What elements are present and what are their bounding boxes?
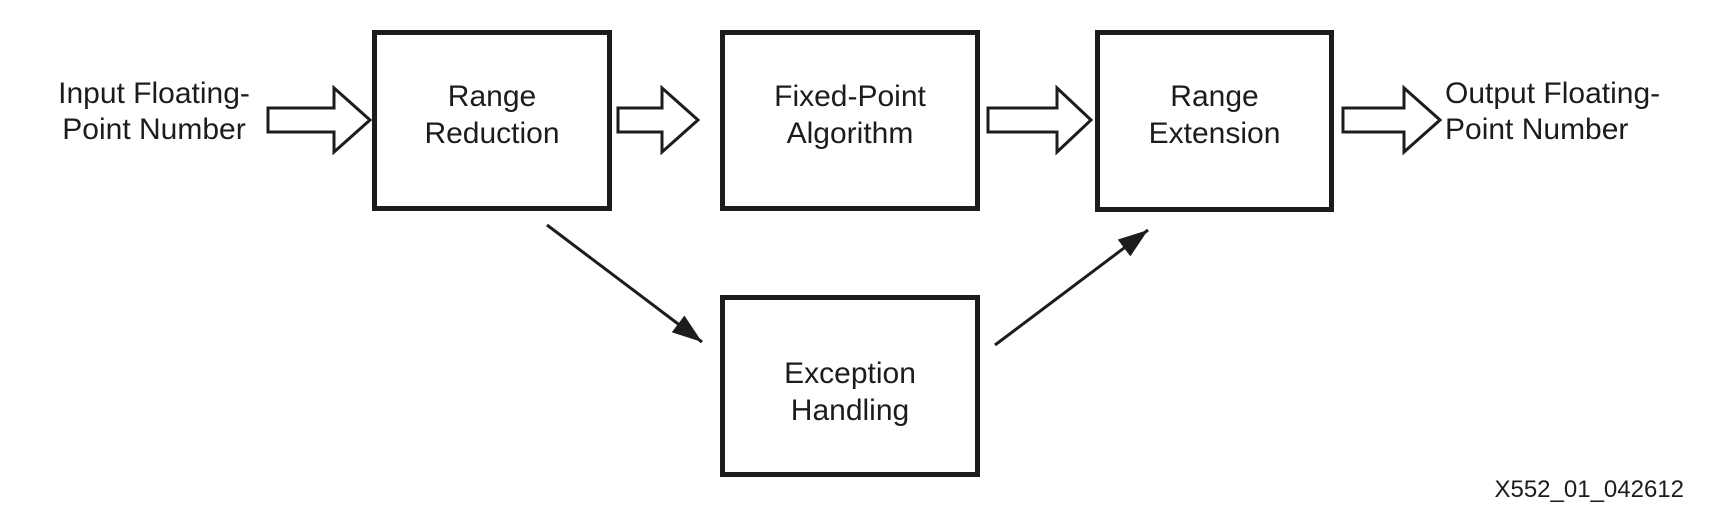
arrow-reduction-to-exception: [546, 223, 703, 344]
node-fixed-point-algorithm-label: Fixed-Point Algorithm: [774, 79, 926, 150]
input-label: Input Floating- Point Number: [58, 77, 250, 146]
arrow-exception-to-extension: [994, 228, 1149, 347]
node-range-extension-label: Range Extension: [1148, 80, 1281, 150]
node-fixed-point-algorithm: Fixed-Point Algorithm: [720, 30, 980, 211]
node-range-reduction: Range Reduction: [372, 30, 612, 211]
output-label: Output Floating- Point Number: [1445, 77, 1661, 146]
block-arrow-input: [266, 84, 373, 156]
node-exception-handling-label: Exception Handling: [784, 357, 916, 427]
block-arrow-output: [1341, 84, 1443, 156]
node-range-reduction-label: Range Reduction: [424, 79, 560, 150]
node-range-extension: Range Extension: [1095, 30, 1334, 212]
block-arrow-reduction-to-algorithm: [616, 84, 701, 156]
node-exception-handling: Exception Handling: [720, 295, 980, 477]
figure-id-label: X552_01_042612: [1494, 476, 1684, 503]
block-arrow-algorithm-to-extension: [986, 84, 1094, 156]
